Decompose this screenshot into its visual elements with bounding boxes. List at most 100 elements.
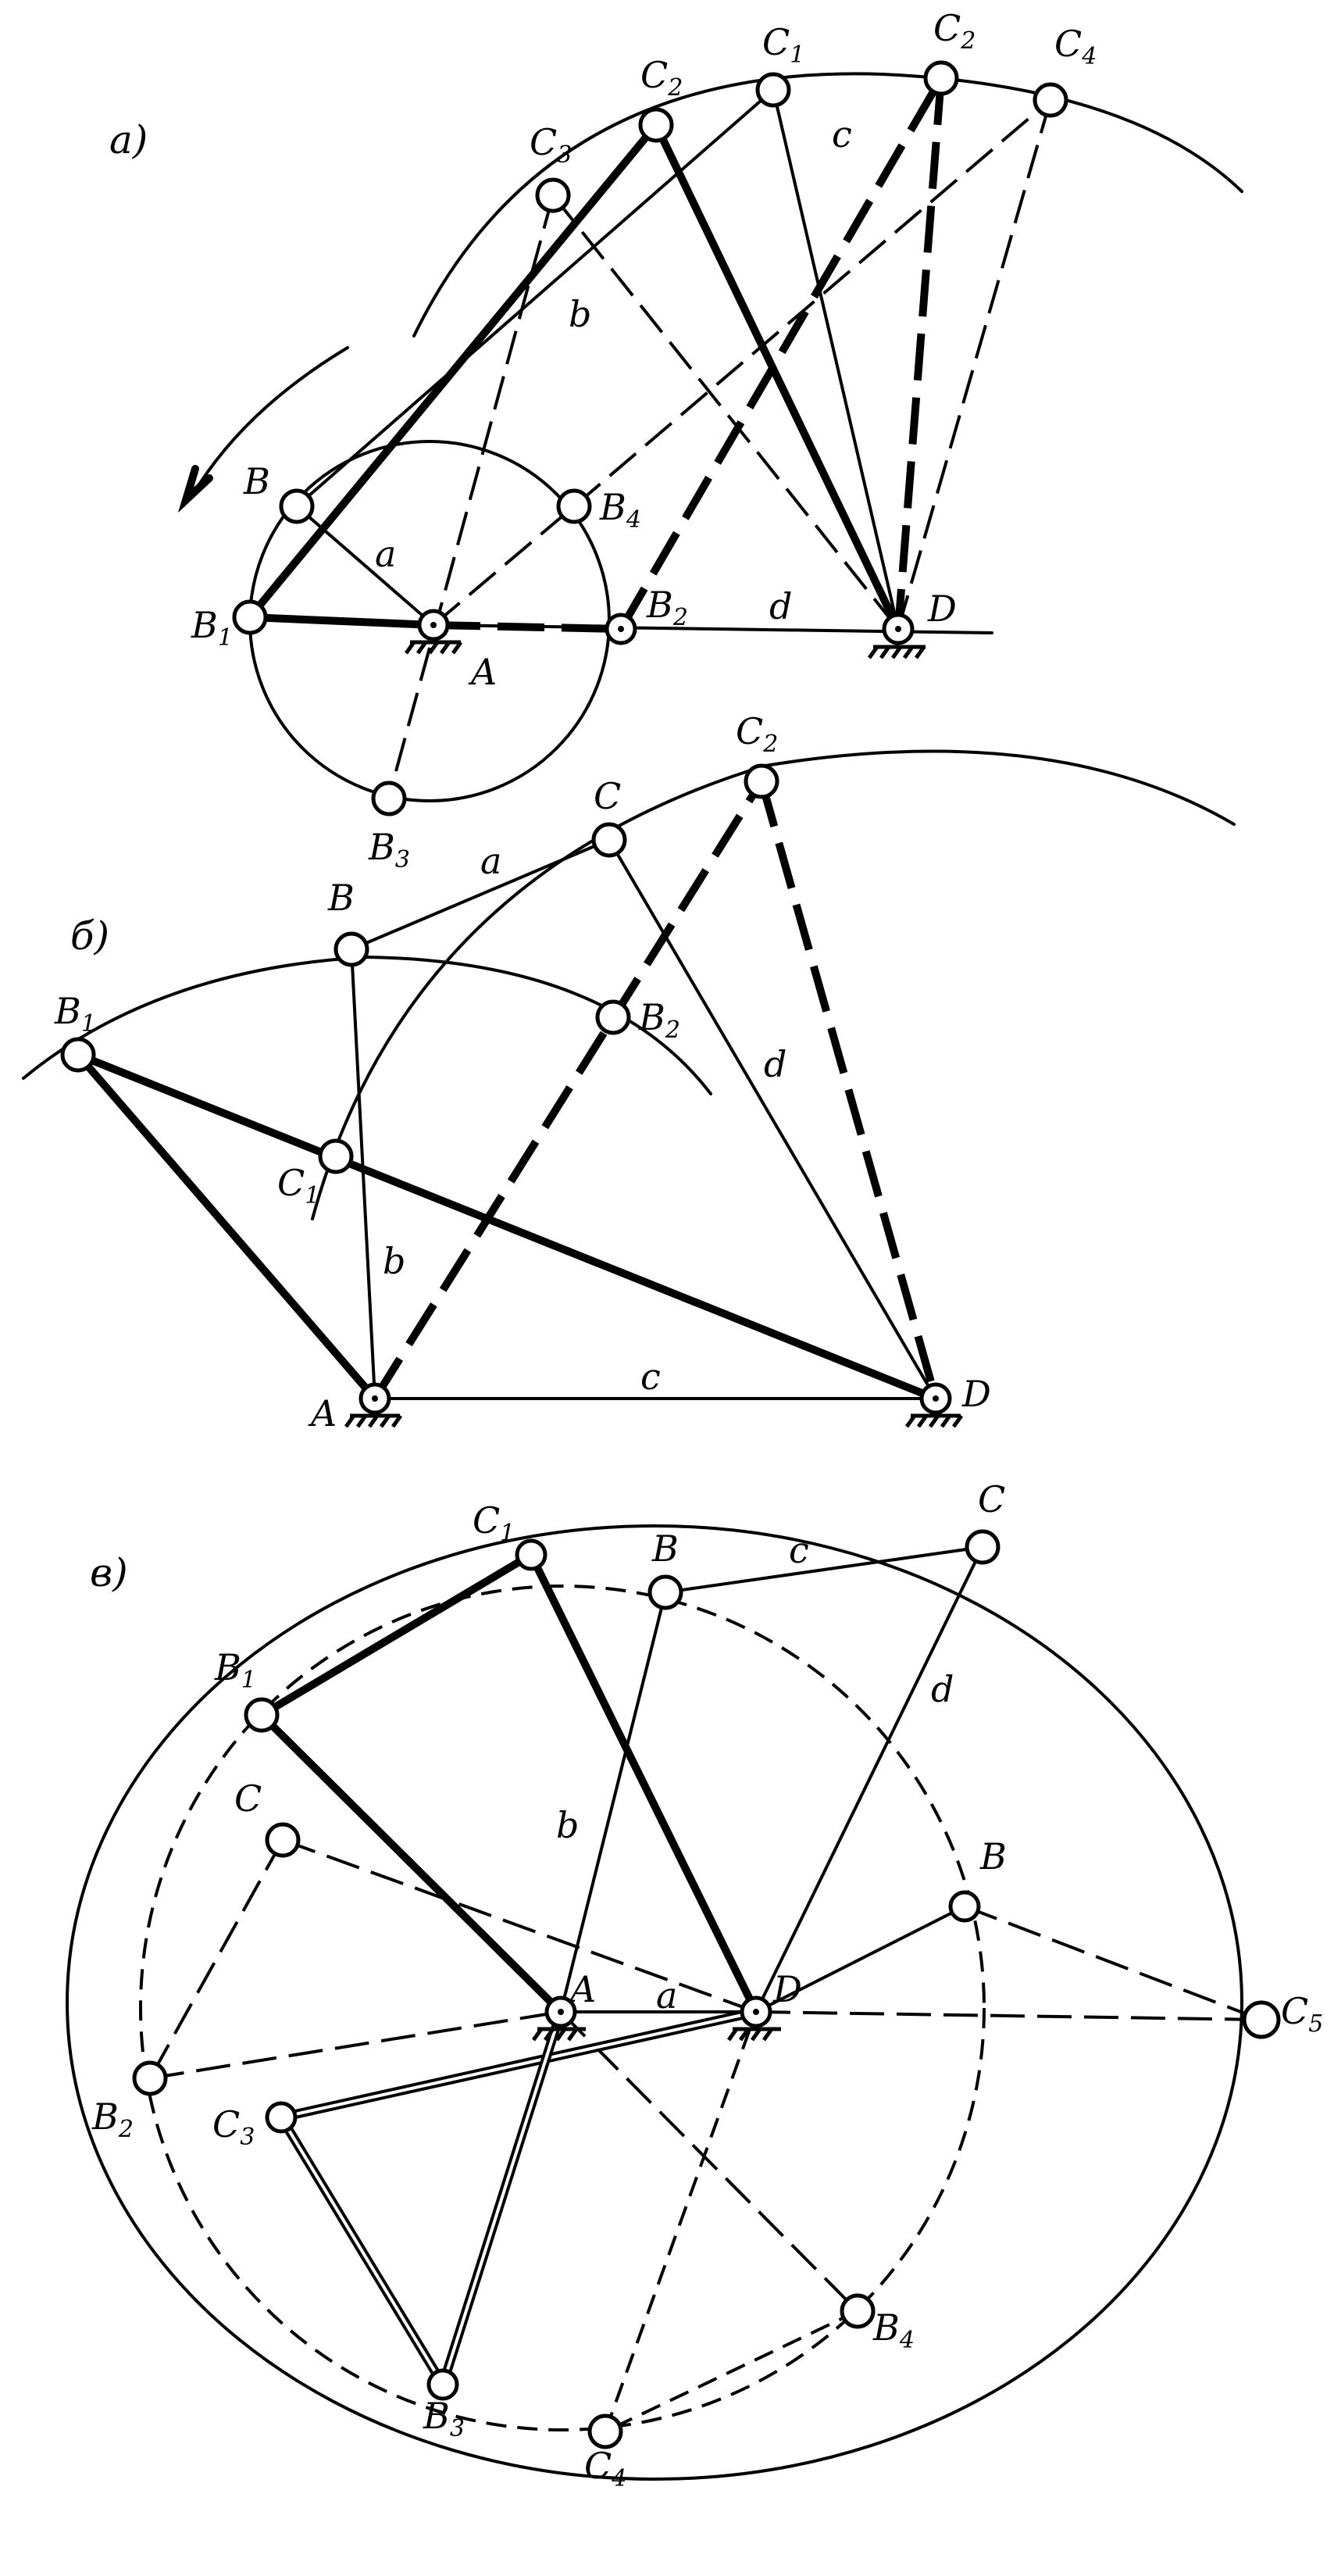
link-BC-c: [664, 1545, 984, 1594]
label-C4-a: C4: [1054, 23, 1097, 70]
joint-B-a: [279, 488, 315, 524]
link-AB-b: [350, 948, 376, 1400]
label-link-a-b: a: [480, 840, 501, 882]
panel-c-tag: в): [90, 1550, 128, 1595]
panel-a-tag: а): [109, 117, 148, 163]
label-C4-c: C4: [584, 2445, 626, 2492]
panel-b-tag: б): [70, 913, 109, 959]
label-link-b-b: b: [383, 1240, 405, 1282]
label-A-a: A: [468, 651, 497, 693]
label-B3-a: B3: [368, 826, 410, 874]
label-C1-c: C1: [473, 1499, 515, 1547]
label-D-b: D: [961, 1373, 991, 1415]
joint-B2-b: [595, 999, 631, 1035]
label-link-c-b: c: [640, 1356, 661, 1398]
rotation-arrow-head: [177, 465, 213, 513]
panel-b: б) B B1 B2: [22, 710, 1236, 1434]
joint-B4-c: [840, 2293, 876, 2329]
link-B2C-c: [148, 1839, 284, 2079]
label-B3-c: B3: [423, 2395, 465, 2442]
label-B2-c: B2: [91, 2095, 134, 2143]
panel-c: в): [66, 1478, 1323, 2492]
link-CD-c: [754, 1545, 984, 2013]
label-B-top-c: B: [651, 1527, 679, 1570]
link-AB3-c: [438, 2010, 565, 2386]
input-arc-b: [22, 955, 712, 1095]
large-circle-c: [66, 1524, 1243, 2481]
joint-C3-c: [265, 2101, 298, 2134]
link-DB-right-c: [754, 1905, 966, 2013]
coupler-B2C2-a: [617, 76, 945, 631]
ground-D-c: [726, 2027, 781, 2042]
label-B2-a: B2: [646, 584, 688, 631]
label-B1-c: B1: [214, 1646, 256, 1694]
label-B-right-c: B: [979, 1835, 1007, 1878]
ground-A-c: [531, 2027, 586, 2042]
joint-B-top-c: [647, 1574, 683, 1610]
rocker-C1D-a: [772, 88, 900, 631]
label-C-b: C: [594, 775, 621, 817]
link-AB1-b: [74, 1051, 379, 1402]
label-link-d-b: d: [764, 1043, 786, 1085]
link-BC5-c: [964, 1905, 1262, 2021]
crank-AB1-a: [246, 613, 437, 629]
joint-C4-a: [1033, 82, 1068, 118]
joint-B3-a: [371, 781, 407, 816]
link-BC-b: [350, 838, 611, 951]
label-link-a-c: a: [656, 1974, 677, 2017]
joint-B-b: [334, 931, 369, 967]
label-B1-a: B1: [191, 604, 233, 652]
label-link-b-a: b: [569, 293, 591, 335]
crank-AB4-a: [432, 505, 576, 627]
label-link-d-a: d: [769, 585, 792, 627]
joint-C4-c: [587, 2413, 623, 2449]
label-B-a: B: [243, 460, 270, 502]
label-B2-b: B2: [638, 996, 680, 1044]
label-link-d-c: d: [931, 1668, 954, 1710]
label-link-b-c: b: [556, 1804, 579, 1846]
ground-D-a: [867, 645, 926, 659]
joint-B4-a: [556, 488, 592, 524]
ground-D-b: [904, 1413, 964, 1428]
link-C3B3-c: [276, 2114, 448, 2388]
joint-C1-c: [515, 1538, 548, 1571]
joint-C-b: [591, 822, 627, 858]
link-AB4-c: [559, 2010, 859, 2313]
label-C1-b: C1: [277, 1162, 319, 1209]
joint-C1-b: [318, 1138, 354, 1174]
joint-C5-c: [1242, 2000, 1281, 2039]
coupler-BC1-a: [295, 88, 775, 508]
joint-B1-b: [60, 1037, 96, 1073]
joint-C2-b: [744, 763, 779, 799]
link-AB2-c: [149, 2010, 562, 2080]
label-link-c-c: c: [789, 1529, 809, 1571]
crank-AB-a: [295, 505, 435, 627]
ground-A-a: [404, 640, 463, 655]
joint-B2-c: [132, 2060, 168, 2096]
label-C5-c: C5: [1281, 1990, 1323, 2038]
label-C-left-c: C: [234, 1777, 262, 1820]
joint-B1-c: [244, 1697, 280, 1733]
panel-a: а): [109, 7, 1243, 874]
link-B1C1-c: [258, 1551, 535, 1719]
link-C4D-c: [604, 2011, 758, 2432]
label-A-b: A: [308, 1392, 337, 1434]
label-A-c: A: [567, 1968, 596, 2010]
link-CD-b: [608, 838, 937, 1400]
label-C2-right-a: C2: [933, 7, 976, 55]
dashed-circle-c: [139, 1585, 986, 2431]
link-AB-c: [559, 1591, 667, 2013]
joint-C2-left-a: [638, 107, 674, 143]
output-arc-b: [311, 749, 1236, 1220]
joint-B1-a: [232, 599, 268, 635]
link-C1D-c: [527, 1551, 760, 2016]
joint-B3-c: [426, 2368, 459, 2401]
coupler-B4C4-a: [572, 98, 1052, 508]
label-B4-c: B4: [872, 2306, 915, 2354]
label-B-b: B: [327, 877, 355, 919]
label-B1-b: B1: [54, 990, 96, 1038]
label-C3-a: C3: [530, 121, 572, 169]
coupler-B3C3-a: [387, 195, 555, 798]
